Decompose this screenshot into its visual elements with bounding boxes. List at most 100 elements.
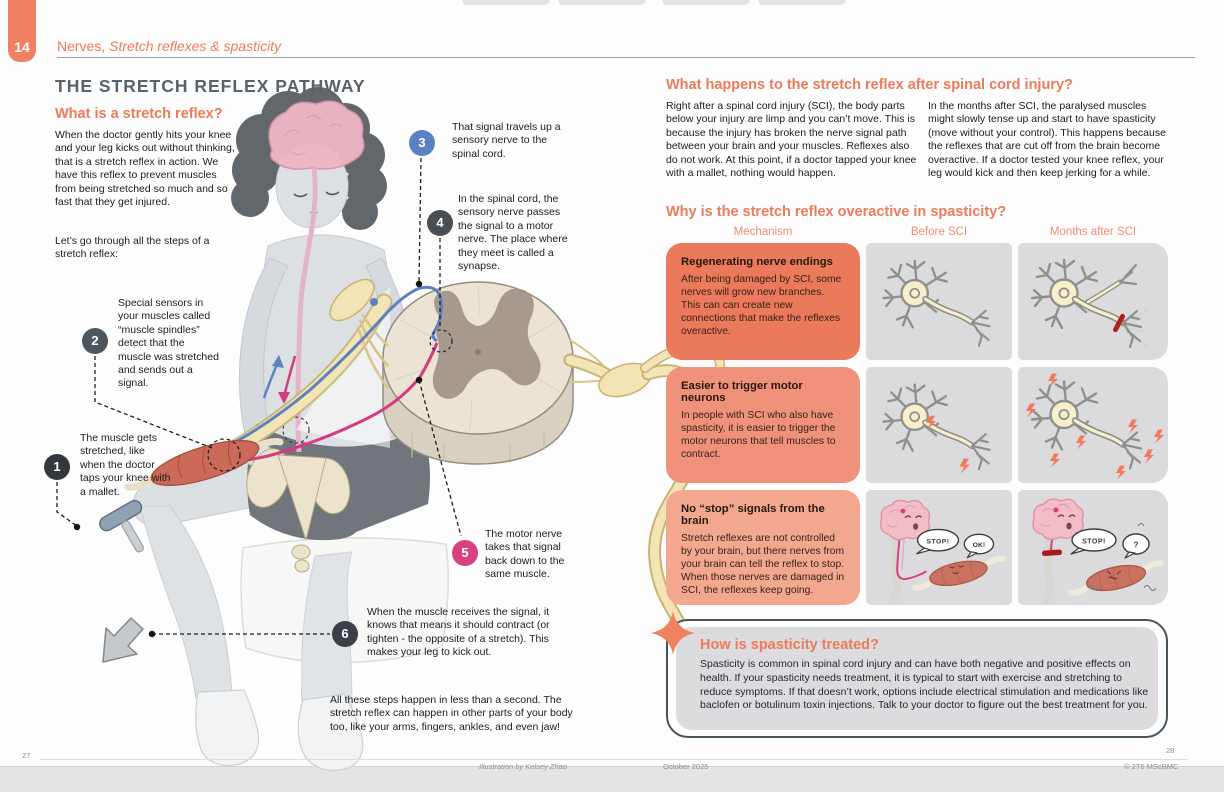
- header-rule: [57, 57, 1195, 58]
- step-text-6: When the muscle receives the signal, it …: [367, 606, 550, 659]
- face: [275, 143, 349, 229]
- footer-rule: [40, 759, 1188, 760]
- reflex-hammer-icon: [99, 499, 144, 553]
- column-header-before-sci: Before SCI: [910, 226, 968, 238]
- column-header-months-after-sci: Months after SCI: [1049, 226, 1137, 238]
- outro-paragraph: All these steps happen in less than a se…: [330, 694, 573, 733]
- footer-copyright: © 2T6 MScBMC: [1124, 762, 1179, 771]
- lightning-bolt-icon: [1116, 465, 1126, 480]
- near-foot: [195, 689, 260, 767]
- mechanism-box-stop-signals: No “stop” signals from the brain Stretch…: [666, 490, 860, 605]
- chapter-title-main: Nerves,: [57, 38, 106, 54]
- bubble-text-question: ?: [1134, 541, 1139, 550]
- step-circle-1: 1: [44, 454, 70, 480]
- page-number-left: 27: [22, 751, 31, 760]
- lightning-bolt-icon: [1128, 419, 1138, 434]
- speech-bubble-question: ?: [1122, 533, 1150, 559]
- bubble-text-ok: OK!: [973, 542, 985, 549]
- mechanism-text-1: After being damaged by SCI, some nerves …: [681, 274, 842, 337]
- muscle-icon: [911, 553, 1005, 593]
- step-circle-2: 2: [82, 328, 108, 354]
- top-tab-peek-4: [758, 0, 846, 5]
- sci-heading: What happens to the stretch reflex after…: [666, 77, 1073, 93]
- cell-before-sci-row3: STOP! OK!: [866, 490, 1012, 605]
- bubble-text-stop: STOP!: [1082, 539, 1106, 546]
- top-tab-peek-1: [462, 0, 550, 5]
- motor-nerve-path: [212, 342, 439, 470]
- step-circle-6: 6: [332, 621, 358, 647]
- chapter-title: Nerves, Stretch reflexes & spasticity: [57, 38, 281, 54]
- kick-arrow-icon: [102, 617, 144, 663]
- speech-bubble-stop: STOP!: [1070, 528, 1117, 555]
- spinal-cord-line: [295, 167, 318, 453]
- cut-axon-neuron-illustration: [1018, 243, 1148, 360]
- page-number-right: 28: [1166, 746, 1175, 755]
- lesion-mark: [1112, 313, 1126, 333]
- lightning-bolt-icon: [1050, 453, 1060, 468]
- lightning-bolt-icon: [1154, 429, 1164, 444]
- top-tab-peek-3: [662, 0, 750, 5]
- table-heading: Why is the stretch reflex overactive in …: [666, 204, 1007, 220]
- sci-column-1: Right after a spinal cord injury (SCI), …: [666, 100, 917, 180]
- lightning-bolt-icon: [1076, 435, 1086, 450]
- torso: [253, 234, 399, 484]
- footer-date: October 2025: [663, 762, 709, 771]
- cell-before-sci-row1: [866, 243, 1012, 360]
- step-number-5: 5: [461, 545, 469, 560]
- step-number-6: 6: [341, 626, 349, 641]
- muscle-spindle-circle: [207, 438, 241, 472]
- lesion-mark: [1041, 549, 1062, 557]
- spinal-cord-cross-section: [382, 281, 574, 465]
- neuron-few-impulses-illustration: [866, 367, 1012, 474]
- top-tab-peek-2: [558, 0, 646, 5]
- mechanism-title-3: No “stop” signals from the brain: [681, 503, 825, 527]
- sci-column-2: In the months after SCI, the paralysed m…: [928, 100, 1166, 180]
- peripheral-nerve-illustration: [183, 278, 393, 479]
- cell-after-sci-row2: [1018, 367, 1168, 483]
- brain-muscle-blocked-illustration: STOP! ?: [1032, 498, 1168, 604]
- zoom-wedge: [296, 286, 390, 448]
- brain-muscle-stop-ok-illustration: STOP! OK!: [879, 499, 1012, 603]
- chapter-number: 14: [14, 39, 30, 55]
- healthy-neuron-illustration: [866, 243, 1012, 360]
- cell-after-sci-row3: STOP! ?: [1018, 490, 1168, 605]
- speech-bubble-stop: STOP!: [916, 528, 960, 555]
- lightning-bolt-icon: [959, 458, 971, 474]
- shorts: [247, 424, 430, 541]
- page-title: THE STRETCH REFLEX PATHWAY: [55, 76, 366, 96]
- leader-lines: [56, 157, 462, 635]
- mechanism-text-3: Stretch reflexes are not controlled by y…: [681, 533, 845, 596]
- step-number-3: 3: [418, 135, 426, 150]
- step-circle-5: 5: [452, 540, 478, 566]
- step-text-3: That signal travels up a sensory nerve t…: [452, 121, 561, 160]
- lightning-bolt-icon: [1144, 449, 1154, 464]
- gray-matter-butterfly: [432, 288, 541, 399]
- step-circle-3: 3: [409, 130, 435, 156]
- chapter-number-tab: 14: [8, 0, 36, 62]
- step-text-5: The motor nerve takes that signal back d…: [485, 528, 565, 581]
- mechanism-title-1: Regenerating nerve endings: [681, 256, 833, 268]
- illustration-credit: Illustration by Kelsey Zhao: [479, 762, 567, 771]
- step-number-4: 4: [436, 215, 444, 230]
- intro-paragraph-1: When the doctor gently hits your knee an…: [55, 129, 235, 209]
- mechanism-title-2: Easier to trigger motor neurons: [681, 380, 803, 404]
- step-text-1: The muscle gets stretched, like when the…: [80, 432, 171, 498]
- sparkle-icon: [651, 611, 695, 655]
- neuron-many-impulses-illustration: [1026, 373, 1164, 480]
- step-number-2: 2: [91, 333, 99, 348]
- treatment-box-inner: [676, 627, 1158, 730]
- step-number-1: 1: [53, 459, 61, 474]
- treatment-text: Spasticity is common in spinal cord inju…: [700, 658, 1149, 712]
- cell-after-sci-row1: [1018, 243, 1168, 360]
- signal-direction-arrows: [262, 355, 297, 404]
- page-bottom-edge: [0, 766, 1224, 792]
- column-header-mechanism: Mechanism: [733, 226, 793, 238]
- mechanism-text-2: In people with SCI who also have spastic…: [681, 410, 836, 460]
- intro-heading: What is a stretch reflex?: [55, 106, 223, 122]
- hair: [231, 87, 387, 230]
- brain-illustration: [268, 100, 365, 170]
- sensory-nerve-path: [215, 285, 443, 454]
- synapse-circle: [429, 329, 453, 353]
- step-text-4: In the spinal cord, the sensory nerve pa…: [458, 193, 568, 273]
